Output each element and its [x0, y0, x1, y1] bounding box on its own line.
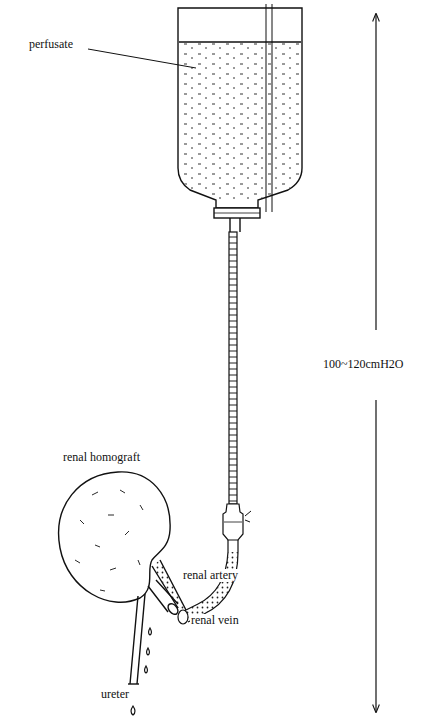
perfusate-bottle	[178, 4, 302, 232]
kidney	[59, 472, 186, 684]
callout-label: perfusate	[28, 38, 74, 51]
drops	[131, 628, 152, 715]
infusion-tube	[178, 232, 251, 624]
part-label: renal vein	[190, 614, 240, 627]
dimension-label: 100~120cmH2O	[322, 358, 404, 371]
part-label: renal homograft	[62, 451, 141, 464]
part-label: ureter	[100, 688, 130, 701]
leader-line	[88, 49, 196, 68]
part-label: renal artery	[182, 569, 239, 582]
